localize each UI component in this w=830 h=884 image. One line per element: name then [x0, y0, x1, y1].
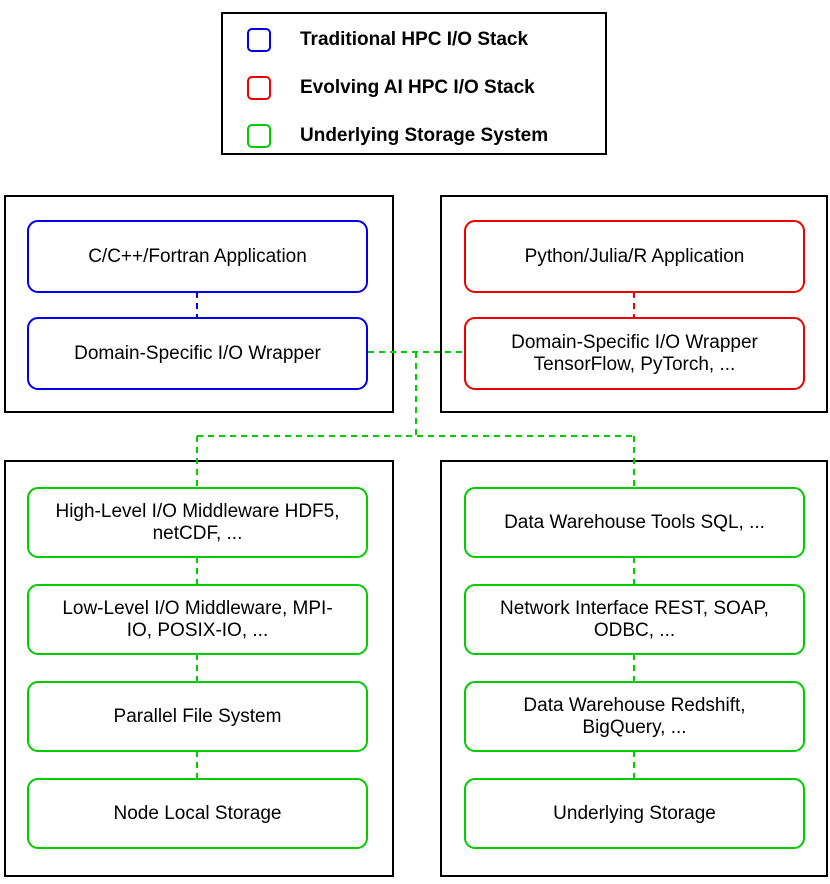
ai-io-wrapper-node: Domain-Specific I/O Wrapper TensorFlow, …	[464, 317, 805, 390]
red-square-icon	[247, 76, 271, 100]
cpp-fortran-application-node: C/C++/Fortran Application	[27, 220, 368, 293]
hpc-io-wrapper-label: Domain-Specific I/O Wrapper	[74, 342, 321, 364]
python-julia-r-application-node: Python/Julia/R Application	[464, 220, 805, 293]
data-warehouse-tools-label: Data Warehouse Tools SQL, ...	[504, 511, 765, 533]
hpc-io-wrapper-node: Domain-Specific I/O Wrapper	[27, 317, 368, 390]
low-level-io-middleware-label: Low-Level I/O Middleware, MPI- IO, POSIX…	[62, 597, 333, 641]
legend-label-traditional: Traditional HPC I/O Stack	[300, 29, 529, 50]
underlying-storage-node: Underlying Storage	[464, 778, 805, 849]
green-square-icon	[247, 124, 271, 148]
parallel-file-system-node: Parallel File System	[27, 681, 368, 752]
data-warehouse-label: Data Warehouse Redshift, BigQuery, ...	[523, 694, 746, 738]
legend: Traditional HPC I/O Stack Evolving AI HP…	[221, 12, 607, 155]
underlying-storage-label: Underlying Storage	[553, 802, 716, 824]
python-julia-r-application-label: Python/Julia/R Application	[524, 245, 745, 267]
legend-item-storage: Underlying Storage System	[247, 124, 548, 148]
legend-label-storage: Underlying Storage System	[300, 125, 549, 146]
blue-square-icon	[247, 28, 271, 52]
ai-io-wrapper-label: Domain-Specific I/O Wrapper TensorFlow, …	[511, 331, 758, 375]
legend-item-traditional: Traditional HPC I/O Stack	[247, 28, 528, 52]
cpp-fortran-application-label: C/C++/Fortran Application	[88, 245, 307, 267]
node-local-storage-label: Node Local Storage	[113, 802, 282, 824]
network-interface-node: Network Interface REST, SOAP, ODBC, ...	[464, 584, 805, 655]
parallel-file-system-label: Parallel File System	[113, 705, 282, 727]
data-warehouse-node: Data Warehouse Redshift, BigQuery, ...	[464, 681, 805, 752]
node-local-storage-node: Node Local Storage	[27, 778, 368, 849]
low-level-io-middleware-node: Low-Level I/O Middleware, MPI- IO, POSIX…	[27, 584, 368, 655]
high-level-io-middleware-node: High-Level I/O Middleware HDF5, netCDF, …	[27, 487, 368, 558]
legend-label-evolving: Evolving AI HPC I/O Stack	[300, 77, 535, 98]
high-level-io-middleware-label: High-Level I/O Middleware HDF5, netCDF, …	[55, 500, 340, 544]
network-interface-label: Network Interface REST, SOAP, ODBC, ...	[500, 597, 769, 641]
legend-item-evolving: Evolving AI HPC I/O Stack	[247, 76, 535, 100]
data-warehouse-tools-node: Data Warehouse Tools SQL, ...	[464, 487, 805, 558]
